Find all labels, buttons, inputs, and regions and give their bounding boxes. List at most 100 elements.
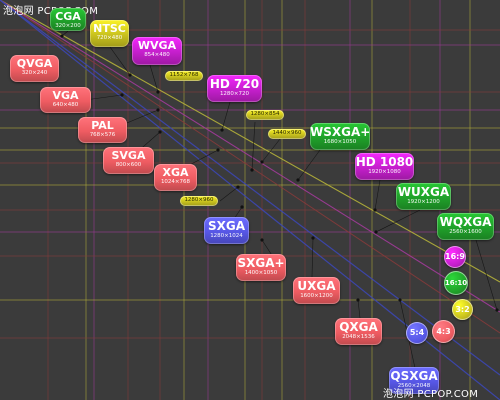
res-name: QSXGA — [390, 369, 438, 383]
chip-1280x854: 1280×854 — [246, 110, 284, 120]
res-dims: 768×576 — [89, 132, 116, 138]
pointer-line — [149, 64, 159, 93]
res-dims: 1680×1050 — [323, 139, 357, 145]
res-name: WQXGA — [439, 215, 492, 229]
res-dims: 800×600 — [115, 162, 142, 168]
pointer-dot — [260, 238, 264, 242]
res-name: QXGA — [339, 320, 378, 334]
res-dims: 320×240 — [21, 70, 48, 76]
res-name: PAL — [91, 119, 114, 132]
pointer-dot — [60, 34, 64, 38]
pointer-dot — [128, 73, 132, 77]
pointer-dot — [156, 90, 160, 94]
res-name: WSXGA+ — [310, 125, 370, 139]
pointer-dot — [311, 236, 315, 240]
res-dims: 720×480 — [96, 35, 123, 41]
pointer-line — [375, 209, 421, 233]
res-name: HD 1080 — [355, 155, 414, 169]
pointer-dot — [156, 108, 160, 112]
res-name: HD 720 — [209, 77, 260, 91]
diagonal-guide-4-3 — [0, 0, 500, 376]
pointer-line — [109, 46, 131, 76]
res-name: QVGA — [16, 57, 53, 70]
res-dims: 1024×768 — [160, 179, 191, 185]
pointer-line — [475, 239, 498, 311]
pointer-line — [84, 94, 123, 101]
res-name: NTSC — [93, 22, 126, 35]
pointer-dot — [356, 298, 360, 302]
res-name: VGA — [52, 89, 79, 102]
pointer-line — [251, 121, 256, 171]
watermark-bottom: 泡泡网 PCPOP.COM — [383, 389, 479, 400]
res-dims: 1400×1050 — [244, 270, 278, 276]
res-name: SXGA — [207, 219, 246, 233]
res-dims: 2048×1536 — [342, 334, 375, 340]
res-wsxga-plus: WSXGA+1680×1050 — [310, 123, 370, 150]
res-sxga-plus: SXGA+1400×1050 — [236, 254, 286, 281]
diagonal-guide-16-10 — [0, 0, 500, 313]
res-dims: 320×200 — [55, 23, 81, 29]
res-dims: 1280×1024 — [210, 233, 243, 239]
pointer-dot — [398, 298, 402, 302]
pointer-line — [357, 299, 361, 319]
ratio-5-4: 5:4 — [406, 322, 428, 344]
pointer-dot — [260, 160, 264, 164]
pointer-line — [219, 186, 239, 202]
chip-1152x768: 1152×768 — [165, 71, 203, 81]
res-name: CGA — [55, 10, 81, 23]
ratio-3-2: 3:2 — [452, 299, 473, 320]
res-name: WVGA — [137, 39, 177, 52]
pointer-dot — [495, 308, 499, 312]
pointer-line — [374, 179, 381, 211]
ratio-4-3: 4:3 — [432, 320, 455, 343]
pointer-dot — [250, 168, 254, 172]
pointer-dot — [158, 130, 162, 134]
res-dims: 2560×2048 — [397, 383, 431, 389]
res-name: WUXGA — [397, 185, 450, 199]
res-name: SVGA — [111, 149, 146, 162]
pointer-dot — [374, 230, 378, 234]
res-name: UXGA — [297, 279, 336, 293]
pointer-dot — [240, 205, 244, 209]
pointer-line — [261, 138, 281, 163]
res-dims: 854×480 — [144, 52, 170, 58]
pointer-dot — [216, 148, 220, 152]
pointer-dot — [236, 185, 240, 189]
pointer-dot — [296, 178, 300, 182]
pointer-dot — [120, 93, 124, 97]
pointer-dot — [373, 208, 377, 212]
res-dims: 1280×720 — [219, 91, 250, 97]
pointer-line — [311, 237, 314, 278]
diagonal-guide-3-2 — [0, 0, 500, 334]
pointer-line — [221, 101, 231, 131]
pointer-line — [297, 149, 321, 181]
res-dims: 640×480 — [52, 102, 79, 108]
res-dims: 2560×1600 — [449, 229, 482, 235]
res-name: SXGA+ — [237, 256, 285, 270]
res-dims: 1920×1080 — [368, 169, 401, 175]
chip-1280x960: 1280×960 — [180, 196, 218, 206]
ratio-16-9: 16:9 — [444, 246, 466, 268]
ratio-16-10: 16:10 — [444, 271, 468, 295]
chip-1440x960: 1440×960 — [268, 129, 306, 139]
res-name: XGA — [162, 166, 189, 179]
diagonal-guide-16-9 — [0, 0, 500, 283]
res-dims: 1600×1200 — [300, 293, 333, 299]
